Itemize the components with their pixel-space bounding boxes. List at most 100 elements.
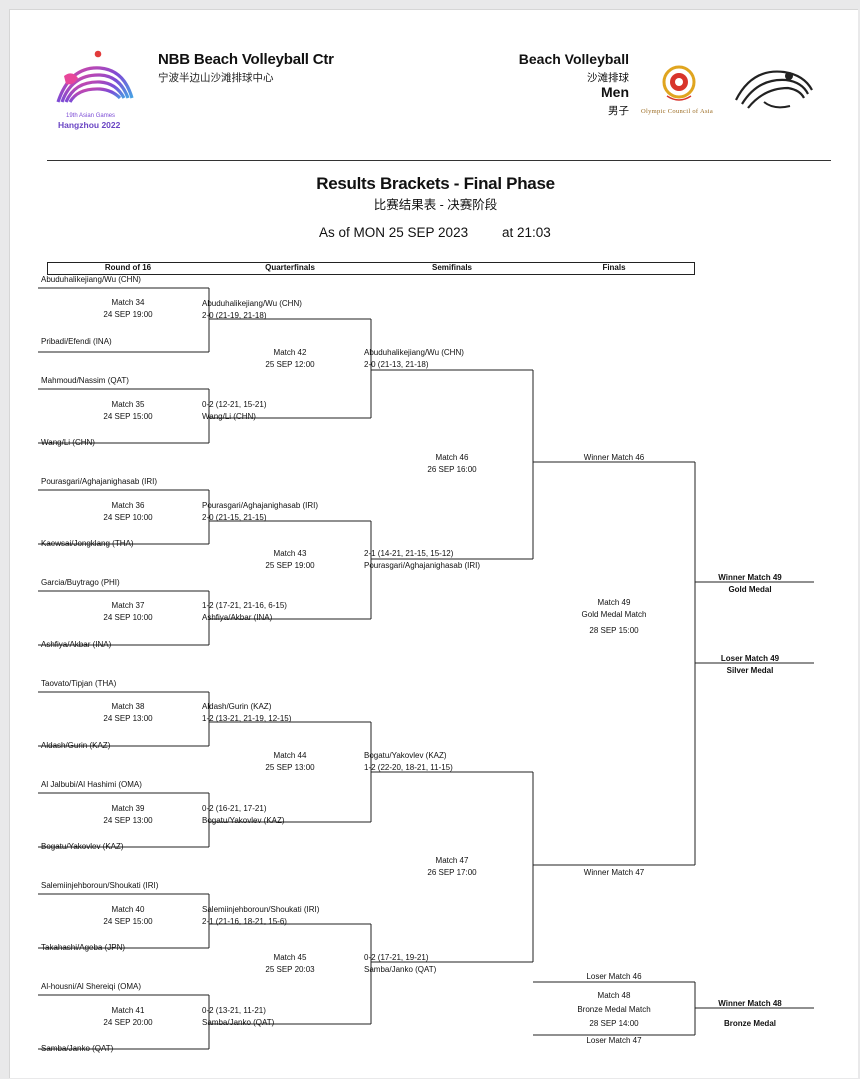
gold-winner-slot: Winner Match 49 (718, 573, 782, 582)
games-logo-line2: Hangzhou 2022 (58, 120, 121, 130)
silver-slot: Loser Match 49 (720, 654, 780, 663)
sf-score: 0-2 (17-21, 19-21) (364, 953, 429, 962)
qf-team: Wang/Li (CHN) (202, 412, 256, 421)
r16-match-number: Match 35 (111, 400, 145, 409)
r16-team: Taovato/Tipjan (THA) (41, 679, 117, 688)
bronze-bottom-slot: Loser Match 47 (586, 1036, 642, 1045)
bracket-lines (38, 287, 814, 1050)
oca-label: Olympic Council of Asia (641, 108, 714, 115)
games-logo-line1: 19th Asian Games (66, 113, 116, 119)
round-header-bar (47, 262, 695, 275)
sf-score: 2-1 (14-21, 21-15, 15-12) (364, 549, 454, 558)
sport-name: Beach Volleyball (518, 51, 629, 67)
qf-score: 0-2 (12-21, 15-21) (202, 400, 267, 409)
r16-team: Al-housni/Al Shereiqi (OMA) (41, 982, 142, 991)
as-of-date: As of MON 25 SEP 2023 (319, 225, 469, 240)
r16-match-date: 24 SEP 10:00 (103, 513, 153, 522)
qf-match-number: Match 45 (273, 953, 307, 962)
qf-score: 0-2 (13-21, 11-21) (202, 1006, 266, 1015)
as-of-time: at 21:03 (502, 225, 551, 240)
final-top-slot: Winner Match 46 (583, 453, 645, 462)
r16-team: Kaewsai/Jongklang (THA) (41, 539, 134, 548)
qf-match-date: 25 SEP 13:00 (265, 763, 315, 772)
sf-team: Bogatu/Yakovlev (KAZ) (364, 751, 447, 760)
final-match-number: Match 49 (597, 598, 631, 607)
bronze-match-date: 28 SEP 14:00 (589, 1019, 639, 1028)
header-divider (47, 160, 831, 161)
r16-match-date: 24 SEP 13:00 (103, 816, 153, 825)
sf-team: Abuduhalikejiang/Wu (CHN) (364, 348, 464, 357)
r16-match-date: 24 SEP 15:00 (103, 412, 153, 421)
qf-score: 2-0 (21-15, 21-15) (202, 513, 267, 522)
round-header-r16: Round of 16 (104, 263, 152, 272)
gender-label-cn: 男子 (608, 105, 629, 117)
final-match-name: Gold Medal Match (581, 610, 647, 619)
sf-match-number: Match 47 (435, 856, 469, 865)
r16-team: Samba/Janko (QAT) (41, 1044, 114, 1053)
r16-match-date: 24 SEP 10:00 (103, 613, 153, 622)
r16-team: Al Jalbubi/Al Hashimi (OMA) (41, 780, 142, 789)
beach-volleyball-pictogram (734, 62, 814, 116)
bronze-top-slot: Loser Match 46 (586, 972, 642, 981)
qf-match-number: Match 44 (273, 751, 307, 760)
games-emblem-icon (56, 50, 134, 103)
sf-match-date: 26 SEP 17:00 (427, 868, 477, 877)
oca-logo: Olympic Council of Asia (639, 62, 723, 118)
r16-match-date: 24 SEP 13:00 (103, 714, 153, 723)
bronze-match-number: Match 48 (597, 991, 631, 1000)
silver-medal-label: Silver Medal (726, 666, 774, 675)
r16-match-number: Match 41 (111, 1006, 145, 1015)
r16-team: Abuduhalikejiang/Wu (CHN) (41, 275, 141, 284)
r16-team: Bogatu/Yakovlev (KAZ) (41, 842, 124, 851)
results-sheet: 19th Asian Games Hangzhou 2022 NBB Beach… (9, 9, 858, 1078)
qf-match-date: 25 SEP 19:00 (265, 561, 315, 570)
r16-match-date: 24 SEP 15:00 (103, 917, 153, 926)
sf-team: Samba/Janko (QAT) (364, 965, 437, 974)
qf-team: Bogatu/Yakovlev (KAZ) (202, 816, 285, 825)
r16-match-number: Match 36 (111, 501, 145, 510)
r16-team: Pribadi/Efendi (INA) (41, 337, 112, 346)
r16-match-number: Match 37 (111, 601, 145, 610)
qf-score: 1-2 (13-21, 21-19, 12-15) (202, 714, 292, 723)
sf-team: Pourasgari/Aghajanighasab (IRI) (364, 561, 481, 570)
r16-match-number: Match 39 (111, 804, 145, 813)
round-header-qf: Quarterfinals (265, 263, 315, 272)
gold-medal-label: Gold Medal (728, 585, 772, 594)
qf-team: Samba/Janko (QAT) (202, 1018, 275, 1027)
r16-team: Salemiinjehboroun/Shoukati (IRI) (41, 881, 159, 890)
beach-volleyball-icon (735, 70, 813, 109)
r16-match-date: 24 SEP 20:00 (103, 1018, 153, 1027)
qf-team: Salemiinjehboroun/Shoukati (IRI) (202, 905, 320, 914)
bronze-match-name: Bronze Medal Match (577, 1005, 651, 1014)
qf-team: Ashfiya/Akbar (INA) (202, 613, 273, 622)
bronze-medal-label: Bronze Medal (723, 1019, 776, 1028)
bronze-winner-slot: Winner Match 48 (718, 999, 782, 1008)
sf-score: 2-0 (21-13, 21-18) (364, 360, 429, 369)
r16-team: Ashfiya/Akbar (INA) (41, 640, 112, 649)
sport-name-cn: 沙滩排球 (587, 72, 629, 84)
sf-match-date: 26 SEP 16:00 (427, 465, 477, 474)
final-match-date: 28 SEP 15:00 (589, 626, 639, 635)
oca-sun-icon (662, 65, 696, 101)
r16-match-number: Match 40 (111, 905, 145, 914)
qf-score: 2-1 (21-16, 18-21, 15-6) (202, 917, 287, 926)
hangzhou-2022-logo: 19th Asian Games Hangzhou 2022 (50, 46, 140, 132)
r16-team: Pourasgari/Aghajanighasab (IRI) (41, 477, 158, 486)
page-title-cn: 比赛结果表 - 决赛阶段 (373, 198, 498, 212)
r16-team: Aldash/Gurin (KAZ) (41, 741, 111, 750)
r16-match-number: Match 38 (111, 702, 145, 711)
venue-name-cn: 宁波半边山沙滩排球中心 (158, 72, 274, 84)
qf-match-date: 25 SEP 20:03 (265, 965, 315, 974)
qf-match-date: 25 SEP 12:00 (265, 360, 315, 369)
round-header-sf: Semifinals (431, 263, 472, 272)
qf-team: Abuduhalikejiang/Wu (CHN) (202, 299, 302, 308)
sf-score: 1-2 (22-20, 18-21, 11-15) (364, 763, 453, 772)
qf-score: 0-2 (16-21, 17-21) (202, 804, 267, 813)
sf-match-number: Match 46 (435, 453, 469, 462)
qf-score: 2-0 (21-19, 21-18) (202, 311, 267, 320)
final-bottom-slot: Winner Match 47 (583, 868, 645, 877)
qf-score: 1-2 (17-21, 21-16, 6-15) (202, 601, 287, 610)
r16-team: Wang/Li (CHN) (41, 438, 95, 447)
venue-name: NBB Beach Volleyball Ctr (158, 51, 334, 68)
r16-team: Mahmoud/Nassim (QAT) (41, 376, 129, 385)
